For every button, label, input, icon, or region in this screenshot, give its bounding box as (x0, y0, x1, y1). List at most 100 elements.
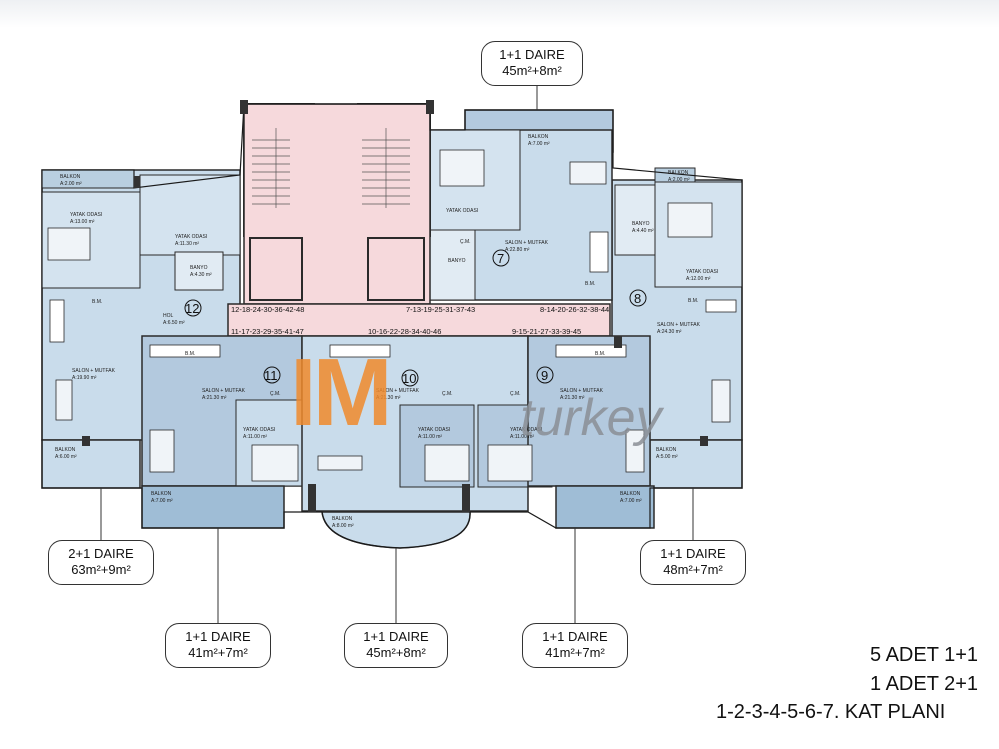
corridor-label-c: 8-14-20-26-32-38-44 (540, 305, 609, 314)
room-area-yatak-12: A:11.30 m² (175, 241, 199, 247)
unit-12-balcony-top (41, 169, 135, 189)
room-label-yatak-9: YATAK ODASI (510, 427, 542, 433)
room-label-balkon-10: BALKON (332, 516, 353, 522)
unit-number-11: 11 (264, 368, 278, 383)
callout-bottom-left-type: 1+1 DAIRE (185, 629, 251, 644)
room-area-salon-10: A:21.30 m² (376, 395, 401, 401)
callout-left-type: 2+1 DAIRE (68, 546, 134, 561)
unit-number-12: 12 (185, 301, 199, 316)
unit-8-bath (614, 184, 656, 256)
room-area-balkon-10: A:8.00 m² (332, 523, 354, 529)
room-label-balkon-l: BALKON (55, 447, 76, 453)
unit-number-8: 8 (634, 291, 641, 306)
unit-number-9: 9 (541, 368, 548, 383)
unit-8-balcony-right (649, 439, 743, 489)
room-label-banyo-12: BANYO (190, 265, 208, 271)
room-area-balkon-r: A:5.00 m² (656, 454, 678, 460)
callout-left-area: 63m²+9m² (71, 562, 131, 577)
callout-bottom-right-area: 41m²+7m² (545, 645, 605, 660)
room-label-bm-12: B.M. (92, 299, 102, 305)
room-area-yatak-9: A:11.00 m² (510, 434, 534, 440)
room-area-balkon-11: A:7.00 m² (151, 498, 173, 504)
callout-right: 1+1 DAIRE 48m²+7m² (640, 540, 746, 585)
room-label-balkon-tl: BALKON (60, 174, 81, 180)
room-label-cm-7: Ç.M. (460, 239, 471, 245)
callout-bottom-center: 1+1 DAIRE 45m²+8m² (344, 623, 448, 668)
room-label-salon-12: SALON + MUTFAK (72, 368, 116, 374)
room-label-bm-9: B.M. (595, 351, 605, 357)
corridor-label-a: 12-18-24-30-36-42-48 (231, 305, 304, 314)
room-label-yatak-7: YATAK ODASI (446, 208, 478, 214)
room-label-yatak-8: YATAK ODASI (686, 269, 718, 275)
room-label-banyo-7: BANYO (448, 258, 466, 264)
corridor-label-d: 11-17-23-29-35-41-47 (231, 327, 304, 336)
room-label-balkon-9: BALKON (620, 491, 641, 497)
room-label-yatak-12: YATAK ODASI (175, 234, 207, 240)
watermark-mark: IM (290, 339, 389, 446)
room-label-salon-11: SALON + MUTFAK (202, 388, 246, 394)
callout-right-area: 48m²+7m² (663, 562, 723, 577)
room-label-balkon-tr: BALKON (668, 170, 689, 176)
callout-bottom-left: 1+1 DAIRE 41m²+7m² (165, 623, 271, 668)
room-label-balkon-11: BALKON (151, 491, 172, 497)
room-label-cm-9: Ç.M. (510, 391, 521, 397)
room-area-salon-8: A:24.30 m² (657, 329, 682, 335)
room-area-balkon-top: A:7.00 m² (528, 141, 550, 147)
room-label-cm-10: Ç.M. (442, 391, 453, 397)
unit-7-bath (429, 229, 476, 301)
room-area-yatak-10: A:11.00 m² (418, 434, 442, 440)
room-area-hol-12: A:6.50 m² (163, 320, 185, 326)
room-label-salon-9: SALON + MUTFAK (560, 388, 604, 394)
sofas (55, 161, 731, 473)
room-label-cm-11: Ç.M. (270, 391, 281, 397)
room-label-hol-12: HOL (163, 313, 174, 319)
callout-bottom-right-type: 1+1 DAIRE (542, 629, 608, 644)
elevator-left (249, 237, 303, 301)
elevator-right (367, 237, 425, 301)
building-outline (41, 103, 743, 549)
room-label-balkon-top: BALKON (528, 134, 549, 140)
callout-left: 2+1 DAIRE 63m²+9m² (48, 540, 154, 585)
room-area-balkon-tr: A:2.00 m² (668, 177, 690, 183)
unit-number-7: 7 (497, 251, 504, 266)
callout-bottom-right: 1+1 DAIRE 41m²+7m² (522, 623, 628, 668)
room-label-yatak-11: YATAK ODASI (243, 427, 275, 433)
callout-bottom-center-area: 45m²+8m² (366, 645, 426, 660)
room-area-balkon-l: A:6.00 m² (55, 454, 77, 460)
room-label-salon-10: SALON + MUTFAK (376, 388, 420, 394)
unit-12-bath (174, 251, 224, 291)
room-label-yatak-10: YATAK ODASI (418, 427, 450, 433)
watermark: IM turkey (290, 339, 665, 447)
room-area-banyo-8: A:4.40 m² (632, 228, 654, 234)
room-label-banyo-8: BANYO (632, 221, 650, 227)
wall-columns (82, 100, 708, 512)
unit-number-badges (184, 249, 647, 387)
room-area-balkon-9: A:7.00 m² (620, 498, 642, 504)
stairs-right (362, 128, 410, 208)
callout-top: 1+1 DAIRE 45m²+8m² (481, 41, 583, 86)
unit-number-10: 10 (402, 371, 416, 386)
unit-12-bedroom2 (139, 174, 241, 256)
summary-line-2: 1 ADET 2+1 (870, 673, 979, 695)
top-gradient-bar (0, 0, 999, 28)
room-area-yatak-8: A:12.00 m² (686, 276, 711, 282)
room-label-salon-8: SALON + MUTFAK (657, 322, 701, 328)
room-area-balkon-tl: A:2.00 m² (60, 181, 82, 187)
callout-top-area: 45m²+8m² (502, 63, 562, 78)
room-label-bm-11: B.M. (185, 351, 195, 357)
callout-bottom-left-area: 41m²+7m² (188, 645, 248, 660)
room-area-salon-12: A:19.90 m² (72, 375, 97, 381)
room-area-banyo-12: A:4.30 m² (190, 272, 212, 278)
summary-line-3: 1-2-3-4-5-6-7. KAT PLANI (716, 701, 946, 723)
kitchen-counters (49, 231, 737, 358)
callout-leaders (100, 86, 694, 623)
room-area-salon-7: A:22.80 m² (505, 247, 530, 253)
room-label-salon-7: SALON + MUTFAK (505, 240, 549, 246)
corridor-label-b: 7-13-19-25-31-37-43 (406, 305, 475, 314)
room-area-yatak-11: A:11.00 m² (243, 434, 267, 440)
stairs-left (252, 128, 290, 208)
callout-right-type: 1+1 DAIRE (660, 546, 726, 561)
corridor (227, 303, 611, 337)
callout-bottom-center-type: 1+1 DAIRE (363, 629, 429, 644)
